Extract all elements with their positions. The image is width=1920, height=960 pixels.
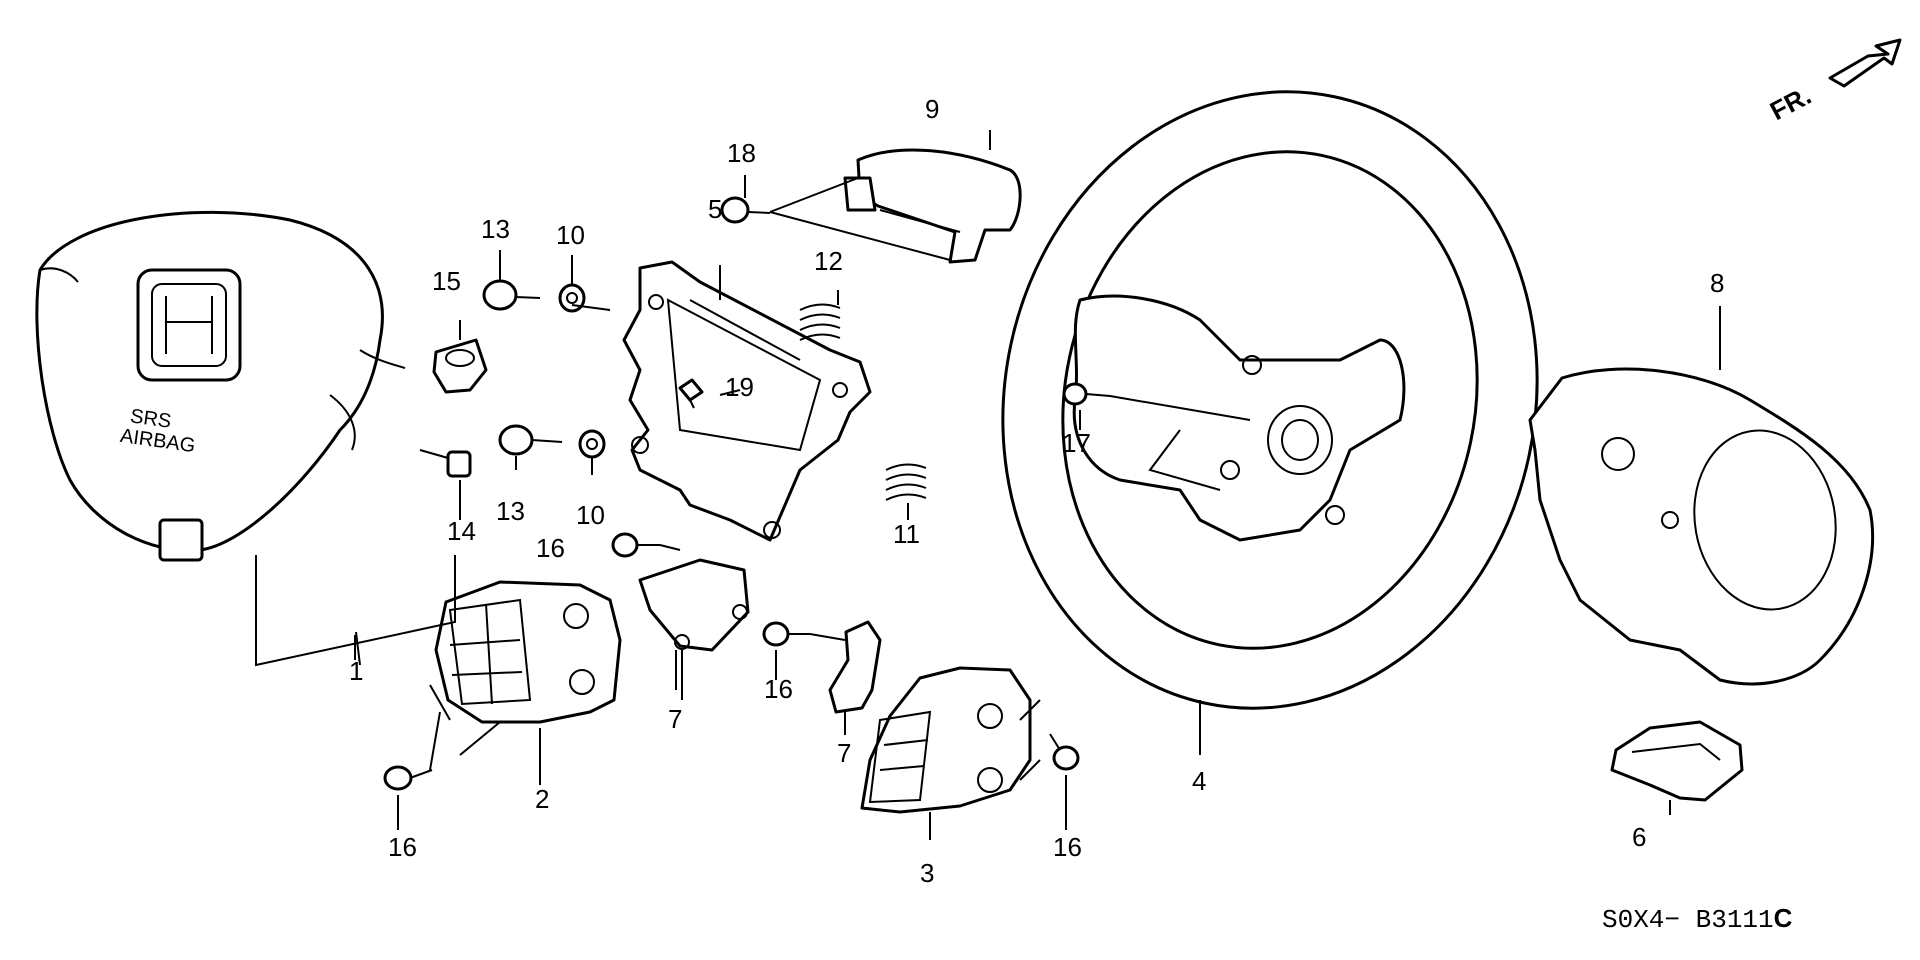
plate-7-left xyxy=(638,558,750,652)
bolt-14 xyxy=(419,449,472,478)
callout-7-left: 7 xyxy=(668,704,682,734)
steering-wheel-4 xyxy=(1001,90,1539,710)
callout-10-upper: 10 xyxy=(556,220,585,250)
front-direction-arrow: FR. xyxy=(1765,38,1902,126)
rear-cover-8 xyxy=(1528,367,1874,686)
plate-7-right xyxy=(828,620,882,714)
callout-numbers: 1 2 3 4 5 6 7 7 8 9 10 10 11 12 13 13 14… xyxy=(349,94,1724,888)
drawing-revision: C xyxy=(1773,903,1793,933)
callout-16-mid: 16 xyxy=(764,674,793,704)
callout-10-lower: 10 xyxy=(576,500,605,530)
drawing-code-number: S0X4− B3111 xyxy=(1602,905,1774,935)
callout-7-right: 7 xyxy=(837,738,851,768)
callout-16-left-bottom: 16 xyxy=(388,832,417,862)
left-switch-2 xyxy=(434,580,622,724)
callout-2: 2 xyxy=(535,784,549,814)
screw-17 xyxy=(1062,382,1111,406)
washer-10-lower xyxy=(578,429,606,459)
screw-18 xyxy=(720,196,771,224)
cover-9 xyxy=(843,148,1022,264)
spring-11 xyxy=(885,463,927,501)
callout-18: 18 xyxy=(727,138,756,168)
screw-19 xyxy=(678,378,704,409)
callout-17: 17 xyxy=(1062,428,1091,458)
bolt-13-lower xyxy=(498,424,563,456)
callout-8: 8 xyxy=(1710,268,1724,298)
screw-16-left-bottom xyxy=(383,765,433,791)
right-switch-3 xyxy=(860,666,1032,814)
drawing-code: S0X4− B3111C xyxy=(1602,903,1792,935)
callout-11: 11 xyxy=(893,519,920,549)
leader-lines xyxy=(255,130,1721,840)
callout-19: 19 xyxy=(725,372,754,402)
callout-12: 12 xyxy=(814,246,843,276)
callout-5: 5 xyxy=(708,194,722,224)
screw-16-mid xyxy=(762,621,810,647)
callout-16-top: 16 xyxy=(536,533,565,563)
callout-1: 1 xyxy=(349,656,363,686)
callout-13-upper: 13 xyxy=(481,214,510,244)
callout-14: 14 xyxy=(447,516,476,546)
lower-cover-6 xyxy=(1610,720,1744,802)
front-direction-label: FR. xyxy=(1765,80,1816,126)
screw-16-right-bottom xyxy=(1049,733,1080,771)
callout-9: 9 xyxy=(925,94,939,124)
bolt-13-upper xyxy=(482,279,541,311)
callout-16-right-bottom: 16 xyxy=(1053,832,1082,862)
callout-4: 4 xyxy=(1192,766,1206,796)
airbag-module: SRS AIRBAG xyxy=(35,210,406,562)
bracket-5 xyxy=(622,260,872,542)
callout-15: 15 xyxy=(432,266,461,296)
callout-6: 6 xyxy=(1632,822,1646,852)
nut-15 xyxy=(432,338,488,394)
callout-13-lower: 13 xyxy=(496,496,525,526)
callout-3: 3 xyxy=(920,858,934,888)
screw-16-top xyxy=(611,532,660,558)
spring-12 xyxy=(799,303,841,341)
